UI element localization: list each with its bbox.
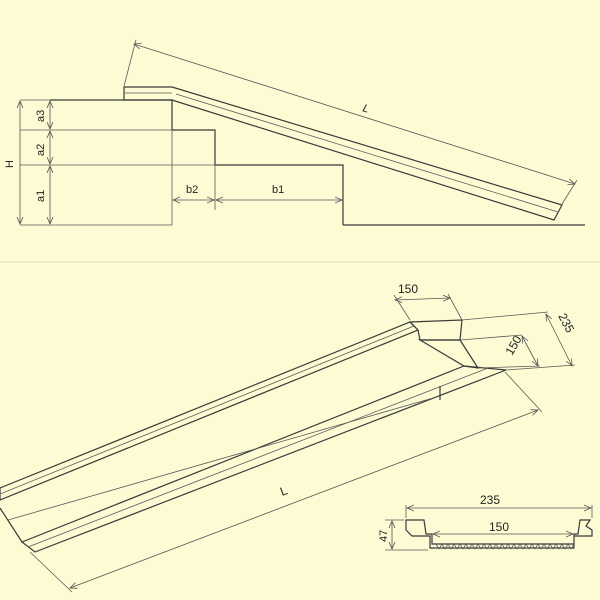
ext-235-bottom — [505, 364, 576, 371]
label-47: 47 — [378, 530, 390, 542]
label-a3: a3 — [35, 110, 47, 122]
dimension-line-150-top — [395, 298, 450, 300]
label-235-section: 235 — [480, 493, 500, 507]
label-150-section: 150 — [489, 520, 509, 534]
ext-150-top-b — [447, 293, 463, 321]
ext-L-bottom-left — [29, 551, 73, 593]
staircase-outline — [50, 99, 344, 225]
label-150-top: 150 — [398, 282, 418, 296]
side-view: L H a1 a2 a3 b2 b1 — [4, 39, 585, 226]
ext-L-left — [123, 39, 137, 87]
label-b2: b2 — [186, 184, 198, 196]
ext-150-top-a — [393, 294, 411, 321]
label-235-perspective: 235 — [555, 311, 577, 336]
cross-section: 235 150 47 — [378, 493, 593, 551]
dimension-line-L — [134, 44, 575, 184]
label-H: H — [4, 160, 16, 168]
dimension-line-L-bottom — [70, 410, 538, 588]
cross-section-ribs — [435, 543, 575, 550]
base-left-edge — [0, 507, 23, 543]
left-rail — [0, 321, 420, 501]
end-fold — [408, 319, 463, 341]
right-rail — [20, 365, 507, 553]
ext-150-mid-bottom — [477, 365, 541, 369]
perspective-view: L 150 235 150 235 150 47 — [0, 282, 593, 593]
ext-L-right — [561, 179, 578, 205]
dimension-line-235 — [546, 314, 572, 366]
ext-235-top — [461, 311, 549, 321]
ext-L-bottom-right — [504, 371, 543, 413]
dimension-line-150-mid — [522, 336, 538, 366]
ext-150-mid-top — [459, 334, 523, 341]
end-fold-right — [417, 339, 480, 369]
label-a1: a1 — [35, 190, 47, 202]
label-a2: a2 — [35, 144, 47, 156]
label-L-bottom: L — [278, 483, 290, 499]
label-L-side: L — [361, 102, 370, 115]
label-b1: b1 — [272, 184, 284, 196]
